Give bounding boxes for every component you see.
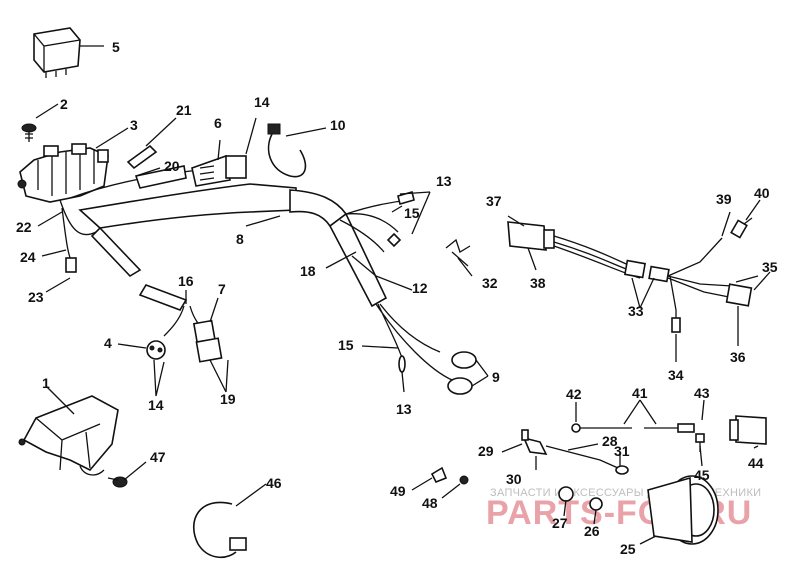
callout-30: 30	[506, 471, 522, 487]
ground-lead-assembly	[571, 415, 767, 452]
callout-21: 21	[176, 102, 192, 118]
callout-45: 45	[694, 467, 710, 483]
callout-22: 22	[16, 219, 32, 235]
callout-39: 39	[716, 191, 732, 207]
wire-clip-part	[445, 238, 471, 267]
callout-10: 10	[330, 117, 346, 133]
branch-harness	[289, 189, 477, 395]
callout-31: 31	[614, 443, 630, 459]
callout-2: 2	[60, 96, 68, 112]
callout-43: 43	[694, 385, 710, 401]
relay-part	[33, 27, 81, 78]
callout-13-bottom: 13	[396, 401, 412, 417]
callout-7: 7	[218, 281, 226, 297]
main-harness-bundle	[59, 144, 297, 311]
callout-29: 29	[478, 443, 494, 459]
screw-47-part	[107, 476, 128, 488]
callout-44: 44	[748, 455, 764, 471]
callout-26: 26	[584, 523, 600, 539]
callout-labels: 5 2 3 21 14 6 10 20 13 15 22 8 24 18 32 …	[16, 39, 778, 557]
connector-assembly	[146, 305, 223, 363]
gauge-part	[558, 475, 719, 545]
callout-46: 46	[266, 475, 282, 491]
callout-1: 1	[42, 375, 50, 391]
callout-20: 20	[164, 158, 180, 174]
callout-32: 32	[482, 275, 498, 291]
callout-9: 9	[492, 369, 500, 385]
hose-clamp-part	[267, 123, 307, 178]
callout-48: 48	[422, 495, 438, 511]
callout-18: 18	[300, 263, 316, 279]
strap-part	[193, 501, 247, 559]
callout-8: 8	[236, 231, 244, 247]
callout-28: 28	[602, 433, 618, 449]
callout-13-top: 13	[436, 173, 452, 189]
callout-35: 35	[762, 259, 778, 275]
leader-lines	[35, 45, 771, 545]
terminal-block-part	[17, 143, 109, 203]
callout-4: 4	[104, 335, 112, 351]
callout-5: 5	[112, 39, 120, 55]
callout-33: 33	[628, 303, 644, 319]
callout-15-bottom: 15	[338, 337, 354, 353]
callout-41: 41	[632, 385, 648, 401]
callout-34: 34	[668, 367, 684, 383]
callout-42: 42	[566, 386, 582, 402]
callout-14-bottom: 14	[148, 397, 164, 413]
lead-wire-29	[521, 429, 629, 475]
callout-3: 3	[130, 117, 138, 133]
callout-49: 49	[390, 483, 406, 499]
callout-19: 19	[220, 391, 236, 407]
callout-37: 37	[486, 193, 502, 209]
callout-47: 47	[150, 449, 166, 465]
mounting-bracket-part	[18, 395, 119, 476]
callout-40: 40	[754, 185, 770, 201]
callout-12: 12	[412, 280, 428, 296]
callout-6: 6	[214, 115, 222, 131]
screw-part	[21, 123, 37, 142]
callout-36: 36	[730, 349, 746, 365]
callout-23: 23	[28, 289, 44, 305]
callout-25: 25	[620, 541, 636, 557]
small-hardware-48-49	[430, 466, 469, 485]
callout-15-top: 15	[404, 205, 420, 221]
callout-27: 27	[552, 515, 568, 531]
callout-16: 16	[178, 273, 194, 289]
connector-harness-right	[507, 217, 759, 333]
callout-14-top: 14	[254, 94, 270, 110]
callout-38: 38	[530, 275, 546, 291]
callout-24: 24	[20, 249, 36, 265]
